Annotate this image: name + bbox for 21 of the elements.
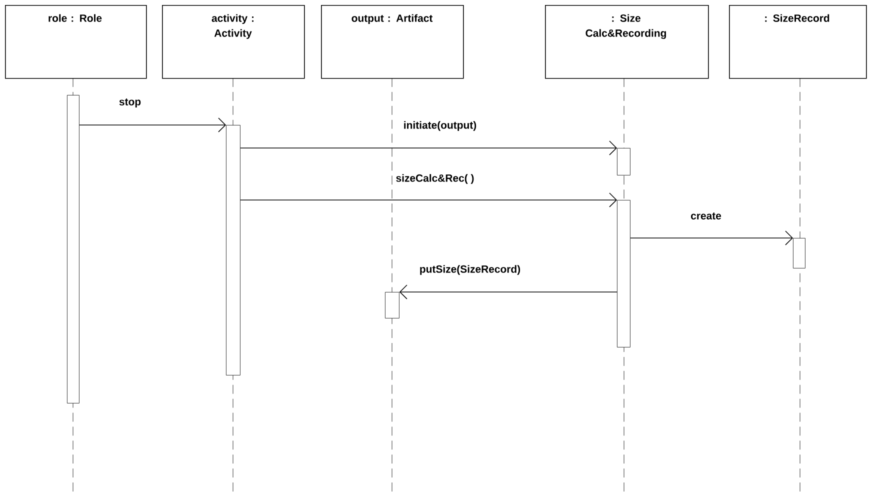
message-arrow xyxy=(79,118,226,132)
activation-bar xyxy=(226,125,240,376)
message-label: initiate(output) xyxy=(402,120,478,132)
activation-bar xyxy=(67,95,80,404)
object-box: : Size Calc&Recording xyxy=(545,5,709,79)
message-arrow xyxy=(399,284,618,300)
activation-bar xyxy=(793,238,806,268)
message-label: create xyxy=(690,212,722,220)
activation-bar xyxy=(385,292,400,318)
activation-bar xyxy=(617,200,630,348)
message-arrow xyxy=(240,140,617,156)
message-label: putSize(SizeRecord) xyxy=(418,264,522,276)
object-box: activity : Activity xyxy=(162,5,305,79)
message-arrow xyxy=(630,230,793,246)
object-box: role : Role xyxy=(5,5,147,79)
message-label: sizeCalc&Rec( ) xyxy=(394,173,476,185)
object-box: output : Artifact xyxy=(321,5,464,79)
activation-bar xyxy=(617,148,630,176)
message-label: stop xyxy=(118,98,142,108)
message-arrow xyxy=(240,192,617,208)
object-box: : SizeRecord xyxy=(729,5,867,79)
